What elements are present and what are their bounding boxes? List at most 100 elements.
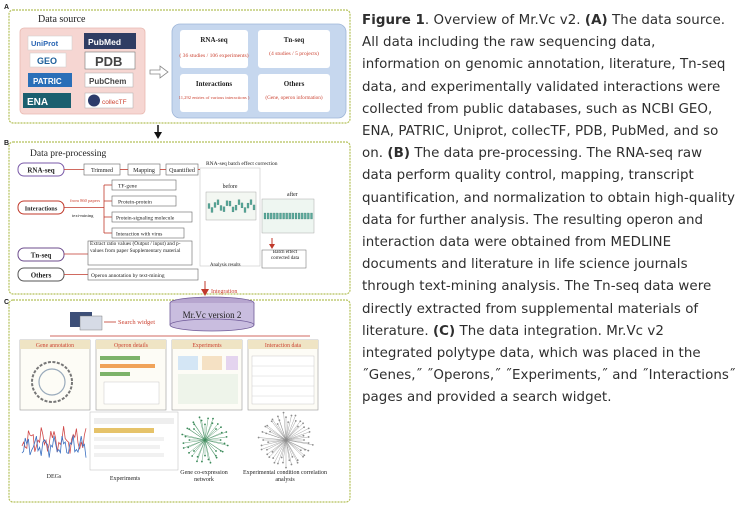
network-node (268, 456, 271, 458)
before-label: before (223, 183, 238, 190)
after-box (304, 212, 307, 220)
network-node (307, 427, 310, 430)
operon-table-icon (103, 381, 160, 405)
experiment-tile-icon (178, 356, 198, 370)
others-source-card (258, 74, 330, 112)
network-node (285, 416, 287, 419)
network-edge (285, 439, 290, 461)
coexpression-network-label: Gene co-expression network (180, 470, 228, 483)
from-papers-note: from 860 papers (70, 198, 100, 203)
experiments-title: Experiments (192, 343, 222, 349)
network-node (267, 441, 270, 444)
network-node (182, 447, 185, 449)
network-node (303, 454, 306, 457)
network-edge (204, 439, 209, 460)
network-node (308, 431, 311, 433)
after-box (267, 212, 270, 220)
mapping-step-label: Mapping (133, 168, 155, 174)
degs-label: DEGs (47, 474, 62, 480)
before-box (252, 204, 256, 211)
network-node (280, 456, 283, 459)
tnseq-extract-box (87, 240, 193, 266)
network-edge (277, 423, 287, 441)
text-mining-note: text-mining (72, 213, 94, 218)
network-node (271, 418, 274, 421)
pdb-logo-text: PDB (95, 54, 122, 69)
network-node (219, 449, 222, 452)
network-edge (201, 439, 206, 462)
experiments-screenshot-row (94, 428, 154, 433)
geo-logo-text: GEO (37, 56, 57, 66)
network-edge (271, 421, 287, 441)
network-node (299, 449, 302, 452)
caption-b-label: (B) (387, 146, 411, 162)
network-edge (258, 437, 287, 441)
pubchem-logo-text: PubChem (89, 77, 126, 86)
virus-interaction-box (111, 227, 185, 239)
before-box (216, 199, 220, 205)
network-node (214, 454, 217, 457)
network-node (209, 461, 212, 464)
after-box (294, 212, 298, 220)
network-node (225, 431, 228, 433)
network-node (282, 461, 284, 464)
network-edge (266, 439, 287, 450)
caption-intro: . Overview of Mr.Vc v2. (424, 13, 585, 28)
before-box (243, 207, 247, 213)
experiment-tile-icon (202, 356, 222, 370)
network-edge (285, 422, 289, 441)
caption-a-label: (A) (584, 13, 608, 28)
network-node (220, 431, 223, 434)
network-node (207, 417, 209, 420)
network-node (299, 420, 302, 423)
ena-logo-text: ENA (27, 97, 48, 108)
tnseq-extract-text: Extract ratio values (Output / input) an… (90, 241, 181, 254)
experiments-screenshot-header (94, 418, 174, 424)
arrow-right-icon (149, 65, 169, 79)
after-label: after (287, 191, 298, 198)
network-node (216, 423, 219, 425)
network-node (290, 463, 293, 466)
network-edge (187, 428, 206, 441)
network-edge (199, 417, 206, 441)
network-edge (204, 432, 222, 441)
trimmed-step-label: Trimmed (91, 168, 113, 174)
network-edge (277, 439, 287, 464)
gene-annotation-card: Gene annotation (19, 339, 91, 411)
after-boxplot (263, 212, 313, 220)
network-node (196, 460, 198, 463)
network-node (196, 455, 199, 458)
network-node (296, 459, 299, 462)
caption-c-text: The data integration. Mr.Vc v2 integrate… (362, 323, 736, 406)
network-edge (285, 415, 296, 441)
after-box (263, 212, 267, 220)
tnseq-source-title: Tn-seq (284, 36, 305, 44)
others-source-title: Others (284, 80, 305, 88)
others-source-detail: (Gene, operon information) (265, 94, 322, 101)
before-box (237, 199, 241, 205)
after-box (301, 212, 304, 220)
network-node (266, 453, 269, 456)
figure-caption: Figure 1. Overview of Mr.Vc v2. (A) The … (362, 10, 736, 410)
after-box (288, 212, 291, 220)
network-edge (261, 439, 287, 450)
network-node (287, 421, 290, 424)
tf-gene-label: TF-gene (118, 184, 137, 190)
network-edge (204, 439, 228, 446)
after-box (270, 212, 273, 220)
network-edge (204, 428, 217, 441)
operon-bar-icon (100, 364, 155, 368)
batch-corrected-label: Batch effect corrected data (270, 250, 300, 261)
network-node (215, 456, 218, 459)
panel-b-title: Data pre-processing (30, 149, 106, 159)
analysis-results-label: Analysis results (210, 263, 241, 268)
network-node (221, 450, 224, 453)
network-node (311, 443, 314, 446)
network-edge (193, 424, 206, 441)
network-node (226, 444, 229, 447)
quantified-step-label: Quantified (169, 167, 195, 174)
before-box (249, 199, 253, 205)
after-box (279, 212, 282, 220)
network-node (290, 414, 293, 417)
panel-label-b: B (4, 140, 9, 147)
